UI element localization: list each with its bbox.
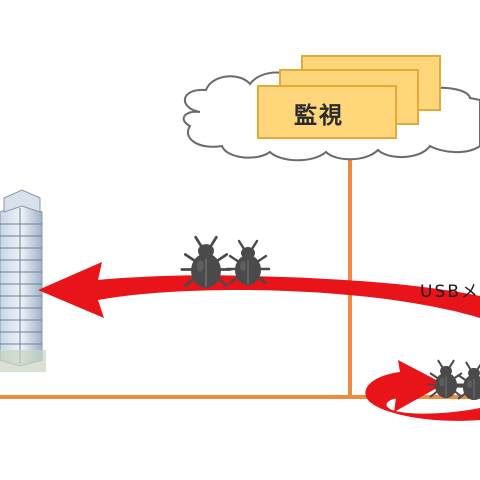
upper-infection-arrow	[38, 262, 480, 318]
usb-label: USBメ	[420, 282, 480, 302]
lower-infection-arrow-curve	[365, 360, 480, 421]
building-icon	[0, 189, 46, 372]
monitor-label: 監視	[294, 103, 344, 129]
monitor-card-front	[257, 85, 397, 139]
monitor-cards	[257, 55, 441, 139]
